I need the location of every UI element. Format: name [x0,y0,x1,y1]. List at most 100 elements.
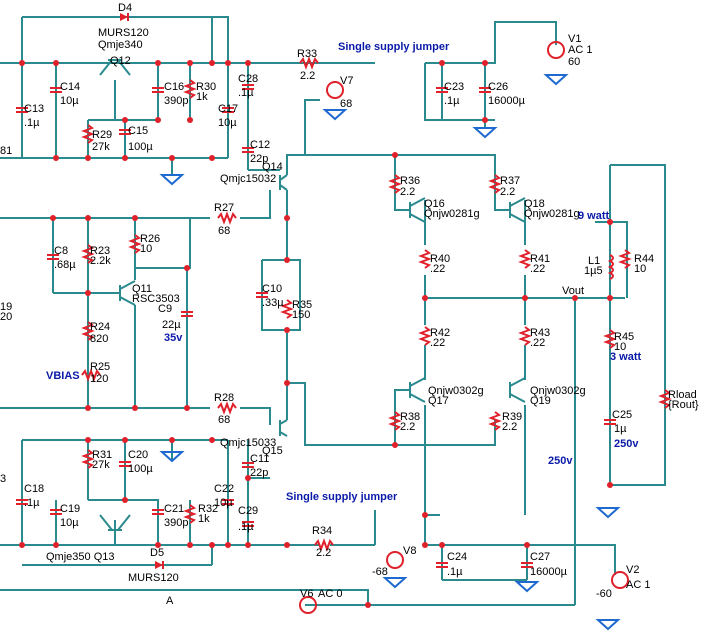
junction-dots [19,60,613,608]
value-c9: 22µ [162,319,181,331]
value-c11: 22p [250,467,268,479]
value-c27: 16000µ [530,566,568,578]
label-r28: R28 [214,392,234,404]
value-r23: 2.2k [90,255,111,267]
label-c22: C22 [214,483,234,495]
value-v7: 68 [340,98,352,110]
label-r42: R42 [430,327,450,339]
value-c15: 100µ [128,141,153,153]
value-r43: .22 [530,337,545,349]
value-r26: 10 [140,243,152,255]
value-r24: 820 [90,333,108,345]
value-c23: .1µ [444,95,460,107]
label-r39: R39 [502,411,522,423]
label-q19-part: Qnjw0302g [530,385,586,397]
label-c10: C10 [262,283,282,295]
value-l1: 1µ5 [584,265,603,277]
label-9-watt: 9 watt [578,210,610,222]
value-r35: 150 [292,309,310,321]
value-r45: 10 [614,341,626,353]
label-c9: C9 [158,303,172,315]
rating-c9: 35v [164,332,183,344]
label-c13: C13 [24,103,44,115]
label-r24: R24 [90,321,110,333]
value-c14: 10µ [60,95,79,107]
value-c26: 16000µ [488,95,526,107]
label-q12: Q12 [110,55,131,67]
value-r34: 2.2 [316,547,331,559]
label-r23: R23 [90,245,110,257]
value-c24: .1µ [447,566,463,578]
label-q15: Q15 [262,445,283,457]
label-c23: C23 [444,81,464,93]
rating-c25: 250v [614,438,639,450]
label-q19: Q19 [530,395,551,407]
value-r38: 2.2 [400,421,415,433]
label-q14: Q14 [262,161,283,173]
label-v6: V6 [300,588,313,600]
transistor-symbols [99,59,526,531]
value-c13: .1µ [24,117,40,129]
value-v1: 60 [568,56,580,68]
capacitor-symbols [16,84,616,568]
resistor-symbols [81,56,672,552]
value-c18: .1µ [24,497,40,509]
value-r41: .22 [530,263,545,275]
edge-label-81: 81 [0,145,12,157]
value-c21: 390p [164,517,188,529]
label-c8: C8 [54,245,68,257]
label-c19: C19 [60,503,80,515]
label-r38: R38 [400,411,420,423]
label-r29: R29 [92,129,112,141]
label-r26: R26 [140,233,160,245]
label-d4-part: MURS120 [98,27,149,39]
diode-symbols [120,13,164,569]
label-q16-part: Qnjw0281g [424,208,480,220]
label-r37: R37 [500,175,520,187]
value-c17: 10µ [218,117,237,129]
value-r36: 2.2 [400,186,415,198]
label-l1: L1 [588,255,600,267]
label-v1: V1 [568,33,581,45]
edge-label-20: 20 [0,311,12,323]
label-r27: R27 [214,202,234,214]
label-q16: Q16 [424,198,445,210]
value-v2: -60 [596,588,612,600]
label-d5: D5 [150,547,164,559]
ground-symbols [159,74,621,631]
label-r31: R31 [92,449,112,461]
label-r36: R36 [400,175,420,187]
label-q11-part: RSC3503 [132,293,180,305]
label-c14: C14 [60,81,80,93]
value-c10: .33µ [262,297,284,309]
label-c11: C11 [250,453,269,465]
label-v6-ac: AC 0 [318,588,342,600]
label-q14-part: Qmjc15032 [220,173,276,185]
label-r34: R34 [312,525,332,537]
label-q17: Q17 [428,395,449,407]
label-r45: R45 [614,331,634,343]
label-d4: D4 [118,2,132,14]
label-v2: V2 [626,564,639,576]
value-c8: .68µ [54,259,76,271]
value-r28: 68 [218,414,230,426]
value-c25: 1µ [614,423,627,435]
value-r25: 120 [90,373,108,385]
jumper-bottom-label: Single supply jumper [286,491,398,503]
label-r44: R44 [634,253,654,265]
label-c29: C29 [238,505,258,517]
label-r32: R32 [198,503,218,515]
label-q13: Qmje350 Q13 [46,551,114,563]
value-r42: .22 [430,337,445,349]
label-3-watt: 3 watt [610,351,642,363]
value-r32: 1k [198,513,210,525]
label-c16: C16 [164,81,184,93]
value-r39: 2.2 [502,421,517,433]
value-r27: 68 [218,225,230,237]
value-c22: 10µ [214,497,233,509]
label-v7: V7 [340,75,353,87]
value-r31: 27k [92,459,110,471]
label-c25: C25 [612,409,632,421]
label-vout: Vout [562,285,584,297]
